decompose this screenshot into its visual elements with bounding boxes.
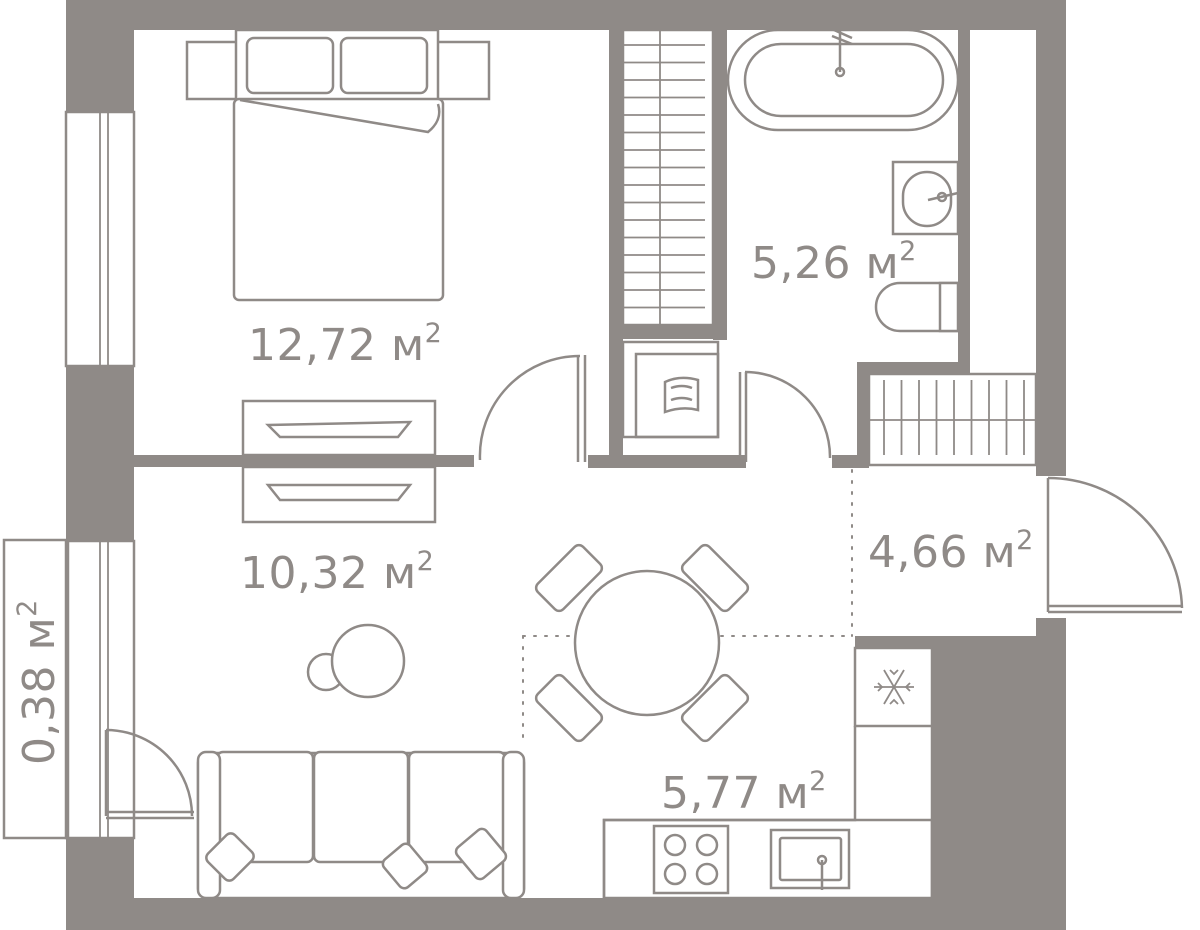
closet-shelves <box>621 28 715 327</box>
toilet <box>874 281 960 333</box>
doors <box>478 354 1184 614</box>
bed <box>185 28 491 302</box>
hall-area-label: 4,66 м2 <box>868 525 1034 578</box>
utility-niche <box>621 340 720 439</box>
bathtub <box>726 28 960 132</box>
wardrobe-bedroom <box>241 399 437 457</box>
balcony-area-label: 0,38 м2 <box>12 599 65 765</box>
fridge <box>853 646 934 728</box>
closet-hall <box>867 372 1038 467</box>
interior-walls <box>134 30 1045 648</box>
exterior-walls <box>66 0 1066 930</box>
left-windows <box>64 110 136 840</box>
living-area-label: 10,32 м2 <box>240 546 434 599</box>
kitchen-sink <box>769 828 851 890</box>
wardrobe-living <box>241 465 437 524</box>
kitchen-counter <box>602 726 934 900</box>
dining-table <box>534 543 750 743</box>
kitchen-area-label: 5,77 м2 <box>661 766 827 819</box>
snowflake-icon <box>874 669 914 705</box>
bathroom-area-label: 5,26 м2 <box>751 236 917 289</box>
sink-bathroom <box>891 160 960 236</box>
sofa <box>196 750 526 900</box>
stove <box>652 824 730 895</box>
balcony <box>2 538 194 840</box>
bedroom-area-label: 12,72 м2 <box>248 318 442 371</box>
side-tables <box>306 623 406 699</box>
